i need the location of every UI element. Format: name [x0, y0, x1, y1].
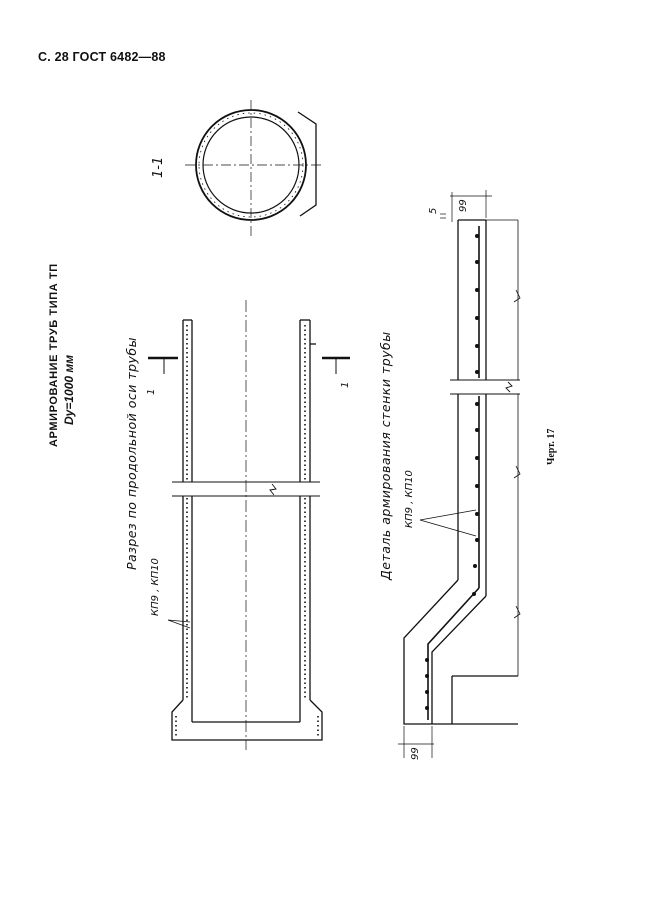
wall-detail	[398, 190, 521, 758]
longitudinal-caption: Разрез по продольной оси трубы	[124, 336, 139, 570]
cut-mark-left: 1	[146, 388, 157, 395]
page-header: С. 28 ГОСТ 6482—88	[38, 50, 166, 64]
dimension-small: 5	[428, 207, 439, 214]
longitudinal-marks: КП9 , КП10	[150, 558, 161, 616]
cross-section-1-1	[185, 100, 322, 236]
section-label: 1-1	[151, 156, 166, 178]
longitudinal-section	[148, 300, 350, 750]
figure-caption: Черт. 17	[546, 428, 557, 465]
cut-mark-right: 1	[340, 381, 351, 388]
dimension-bottom: 99	[410, 747, 421, 760]
dimension-top: 99	[458, 199, 469, 212]
detail-caption: Деталь армирования стенки трубы	[378, 331, 393, 580]
detail-marks: КП9 , КП10	[404, 470, 415, 528]
